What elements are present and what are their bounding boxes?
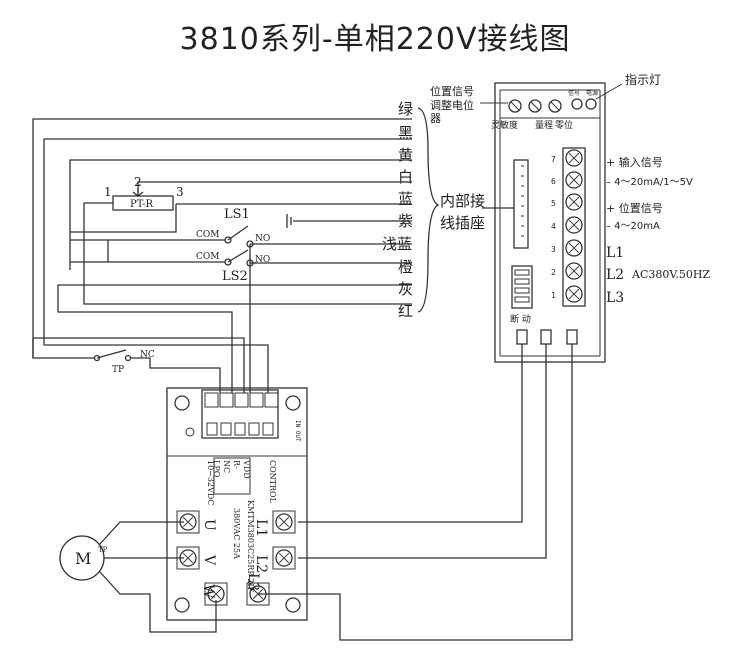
svg-text:LS1: LS1 [224,207,250,222]
power-screw-icon [275,513,293,531]
svg-text:IN OUT: IN OUT [294,420,301,442]
svg-text:L1: L1 [253,519,269,537]
limit-switch-ls1: LS1 COM NO [196,207,270,248]
pot-pin2: 2 [134,175,142,189]
wire-label-yellow: 黄 [398,146,413,164]
svg-text:L3: L3 [245,573,261,591]
svg-text:量程: 量程 [535,120,553,131]
svg-text:4: 4 [551,222,556,231]
sensitivity-pot-icon [508,99,522,113]
terminal-screw-icon [565,216,583,234]
svg-text:– 4～20mA/1～5V: – 4～20mA/1～5V [606,177,693,188]
wire-color-labels: 绿 黑 黄 白 蓝 紫 浅蓝 橙 灰 红 [382,100,413,320]
svg-text:U: U [201,519,217,531]
svg-text:+ 位置信号: + 位置信号 [606,201,663,215]
internal-socket [513,159,529,249]
output-wires [258,344,573,641]
svg-text:7: 7 [551,155,556,164]
controller-unit: 位置信号 调整电位 器 灵敏度 量程 零位 信号 电源 指示灯 [430,72,710,363]
svg-text:3: 3 [551,245,556,254]
svg-text:COM: COM [196,252,219,262]
svg-text:NC: NC [222,460,231,473]
svg-text:零位: 零位 [555,119,573,131]
svg-text:电源: 电源 [586,89,598,97]
svg-text:调整电位: 调整电位 [430,98,474,112]
terminal-screw-icon [565,149,583,167]
svg-text:KMTM3803C25RP 2IF: KMTM3803C25RP 2IF [246,500,255,593]
svg-text:COM: COM [196,230,219,240]
svg-text:NC: NC [140,350,155,360]
svg-text:器: 器 [430,112,441,125]
power-screw-icon [249,585,267,603]
wire-label-blue: 蓝 [398,190,413,208]
svg-text:1: 1 [551,291,556,300]
svg-text:5: 5 [551,199,556,208]
svg-text:TP: TP [112,365,124,375]
svg-text:6: 6 [551,177,556,186]
svg-text:L1: L1 [606,245,624,261]
svg-text:L2: L2 [606,267,624,283]
terminal-screw-icon [565,239,583,257]
indicator-label: 指示灯 [625,72,661,87]
socket-label-2: 线插座 [440,214,485,232]
range-pot-icon [528,99,542,113]
svg-text:NO: NO [255,255,270,265]
svg-text:灵敏度: 灵敏度 [491,119,518,131]
terminal-screw-icon [565,262,583,280]
svg-text:W: W [200,584,216,599]
thermal-switch-tp: TP NC [93,349,155,375]
terminal-screw-icon [565,193,583,211]
svg-text:R-: R- [232,460,241,469]
wire-label-green: 绿 [398,100,413,118]
signal-wires [32,118,412,393]
socket-label-1: 内部接 [440,192,485,210]
wire-label-red: 红 [398,302,413,320]
ssr-module: IN OUT CONTROL VDD R- NC LPO 10~32VDC KM… [166,387,308,621]
svg-text:NO: NO [255,234,270,244]
dip-switch [511,265,533,309]
svg-text:TP: TP [98,546,108,554]
pot-label: PT-R [130,199,153,210]
pot-pin1: 1 [104,185,112,199]
svg-text:断 动: 断 动 [510,313,531,325]
potentiometer: PT-R 1 2 3 [104,175,184,211]
svg-text:+ 输入信号: + 输入信号 [606,155,663,169]
motor: M TP [59,521,217,633]
svg-text:10~32VDC: 10~32VDC [206,460,215,505]
diagram-title: 3810系列-单相220V接线图 [179,22,571,57]
limit-switch-ls2: COM NO LS2 [196,249,270,284]
svg-text:LS2: LS2 [222,269,248,284]
wire-label-white: 白 [398,168,413,186]
terminal-screw-icon [565,285,583,303]
svg-text:380VAC 25A: 380VAC 25A [232,508,241,559]
wire-label-gray: 灰 [398,280,413,298]
svg-text:L3: L3 [606,290,624,306]
ground-icon [286,214,292,228]
svg-text:位置信号: 位置信号 [430,84,474,98]
svg-text:– 4～20mA: – 4～20mA [606,221,660,232]
wire-label-black: 黑 [398,124,413,142]
svg-text:LPO: LPO [212,460,221,478]
svg-text:CONTROL: CONTROL [268,460,277,504]
pot-pin3: 3 [176,185,184,199]
svg-text:L2: L2 [253,555,269,573]
zero-pot-icon [548,99,562,113]
power-screw-icon [275,549,293,567]
svg-text:信号: 信号 [568,89,580,97]
wire-label-orange: 橙 [398,258,413,276]
svg-text:AC380V.50HZ: AC380V.50HZ [631,268,710,281]
svg-text:V: V [201,554,217,566]
controller-terminals [562,147,586,307]
wire-brace [417,107,440,313]
power-led-icon [585,98,597,110]
svg-text:VDD: VDD [242,459,251,479]
svg-text:2: 2 [551,268,556,277]
signal-led-icon [571,98,583,110]
terminal-screw-icon [565,171,583,189]
svg-text:M: M [75,549,91,568]
